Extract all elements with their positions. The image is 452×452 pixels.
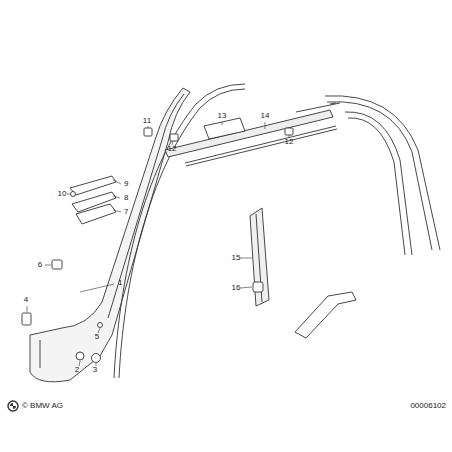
drawing-number: 00006102 — [410, 402, 446, 410]
brand-logo — [8, 401, 18, 411]
pillar-trim-edge — [40, 94, 184, 368]
clip — [52, 260, 62, 269]
callout-number: 13 — [218, 112, 227, 120]
clip — [285, 128, 293, 135]
rod — [296, 103, 340, 112]
trim-support — [72, 192, 116, 212]
cap — [92, 354, 101, 363]
callout-number: 1 — [118, 279, 122, 287]
clip — [253, 282, 263, 292]
b-pillar-trim — [250, 208, 269, 306]
copyright-note: © BMW AG — [22, 402, 63, 410]
plug — [76, 352, 84, 360]
bracket — [295, 292, 356, 338]
seal-strip — [114, 84, 245, 378]
callout-number: 12 — [168, 145, 177, 153]
callout-number: 16 — [232, 284, 241, 292]
callout-number: 5 — [95, 333, 99, 341]
clip — [144, 128, 152, 136]
callout-number: 10 — [58, 190, 67, 198]
callout-number: 14 — [261, 112, 270, 120]
callout-number: 11 — [143, 117, 151, 125]
window-frame — [345, 112, 412, 255]
callout-number: 12 — [285, 138, 294, 146]
clip — [22, 313, 31, 325]
callout-number: 4 — [24, 296, 28, 304]
callout-number: 8 — [124, 194, 128, 202]
callout-number: 7 — [124, 208, 128, 216]
seal-strip — [119, 89, 245, 378]
trim-cover — [70, 176, 116, 195]
callout-number: 15 — [232, 254, 241, 262]
window-frame — [325, 96, 440, 250]
screw — [71, 192, 76, 197]
cover-plate — [204, 118, 245, 139]
pillar-trim — [30, 88, 190, 382]
callout-number: 9 — [124, 180, 128, 188]
callout-number: 2 — [75, 366, 79, 374]
leader-lines — [27, 122, 289, 366]
roof-rail — [165, 110, 333, 157]
screw — [98, 323, 103, 328]
callout-number: 3 — [93, 366, 97, 374]
callout-number: 6 — [38, 261, 42, 269]
clip — [170, 134, 178, 141]
